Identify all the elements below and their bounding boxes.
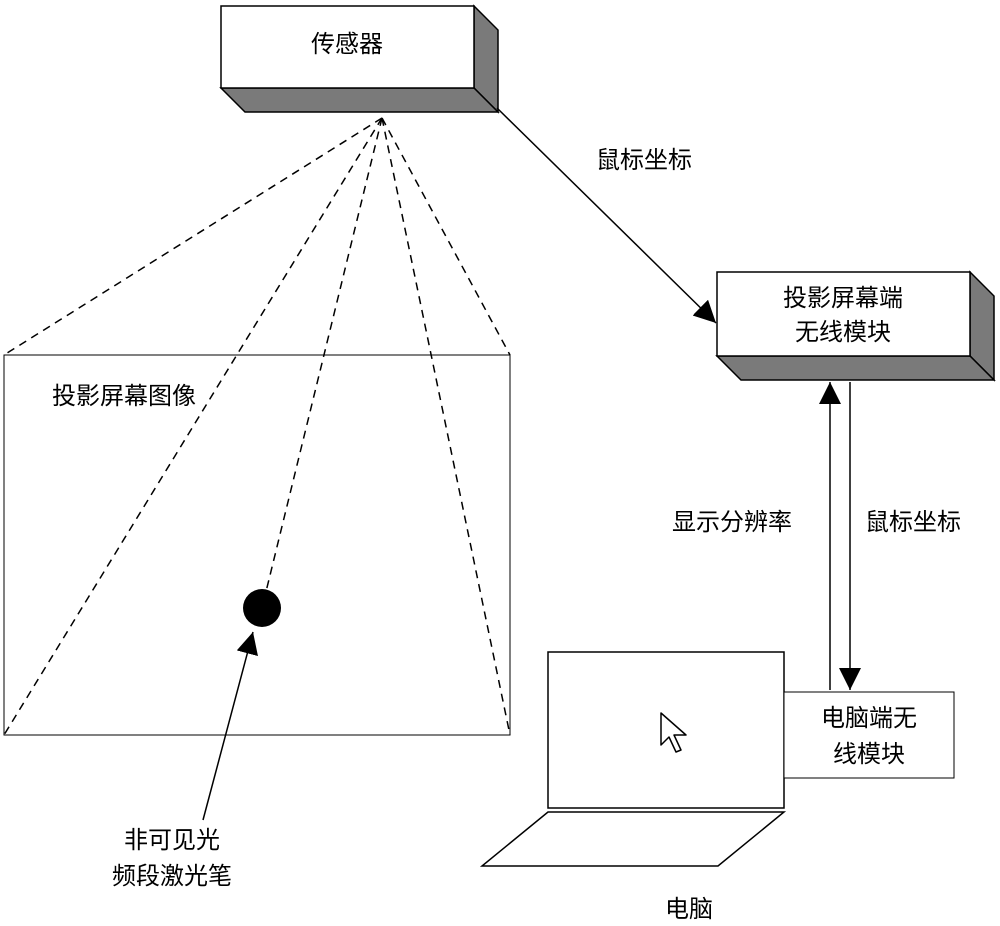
screen-wireless-label-line2: 无线模块 [795, 318, 891, 346]
sensor-box: 传感器 [219, 4, 500, 114]
screen-wireless-label-line1: 投影屏幕端 [783, 284, 903, 312]
cursor-arrow-icon [660, 712, 687, 753]
projection-screen: 投影屏幕图像 [3, 354, 511, 736]
projection-screen-label: 投影屏幕图像 [52, 382, 196, 410]
pc-wireless-label-line2: 线模块 [833, 740, 905, 768]
laser-pen-label-line2: 频段激光笔 [112, 862, 232, 890]
laser-pen-label-line1: 非可见光 [124, 826, 220, 854]
mouse-coords-label-1: 鼠标坐标 [596, 146, 692, 174]
resolution-label: 显示分辨率 [672, 508, 792, 536]
laser-dot [243, 589, 281, 627]
pc-wireless-module-box: 电脑端无 线模块 [783, 691, 955, 779]
screen-wireless-module-box: 投影屏幕端 无线模块 [715, 270, 996, 382]
laptop: 电脑 [479, 651, 787, 923]
sensor-field-of-view [3, 117, 511, 736]
mouse-coords-arrow-1 [496, 107, 717, 324]
laptop-label: 电脑 [665, 895, 713, 923]
mouse-coords-label-2: 鼠标坐标 [865, 508, 961, 536]
pc-wireless-label-line1: 电脑端无 [821, 704, 917, 732]
sensor-label: 传感器 [311, 30, 383, 58]
laser-pen-arrow [202, 631, 258, 821]
laptop-base [479, 811, 787, 867]
